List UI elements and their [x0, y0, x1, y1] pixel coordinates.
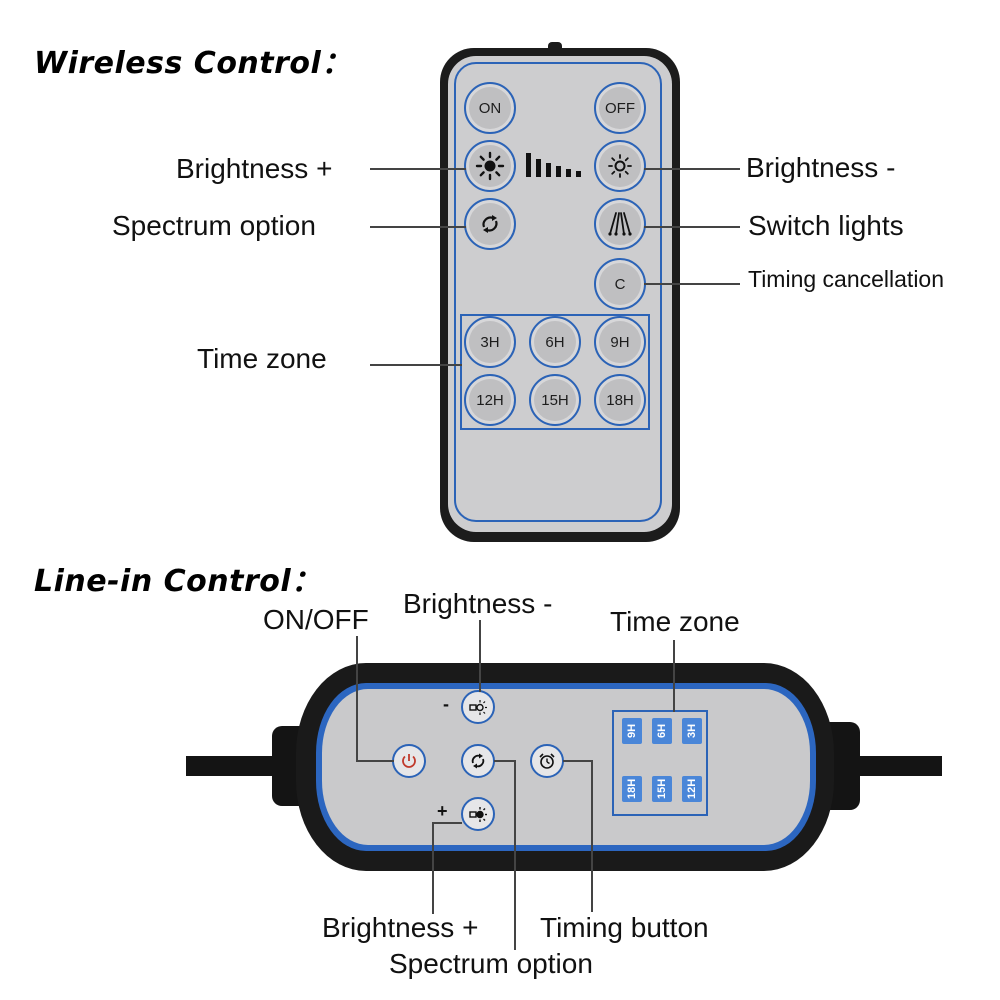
cycle-arrows-icon [482, 215, 498, 233]
switch-lights-button[interactable] [594, 198, 646, 250]
label-time-zone: Time zone [610, 606, 740, 637]
label-timing-cancellation: Timing cancellation [748, 266, 945, 292]
label-timing-button: Timing button [540, 912, 709, 943]
timer-12h-button[interactable]: 12H [464, 374, 516, 426]
label-switch-lights: Switch lights [748, 210, 904, 241]
leader-line [644, 168, 740, 170]
leader-line [356, 760, 394, 762]
time-indicator-3h: 3H [682, 718, 702, 744]
label-spectrum-option: Spectrum option [389, 948, 593, 979]
line-in-control-heading: Line-in Control： [34, 564, 322, 599]
minus-sign: - [443, 694, 449, 714]
controller-brightness-plus-button[interactable] [461, 797, 495, 831]
wireless-control-heading: Wireless Control： [34, 46, 352, 81]
leader-line [356, 636, 358, 762]
sun-dim-icon [608, 154, 632, 178]
label-brightness-plus: Brightness + [176, 153, 333, 184]
lamp-dim-icon [469, 700, 487, 715]
time-zone-group [460, 314, 650, 430]
remote-ir-emitter [548, 42, 562, 50]
time-indicator-12h: 12H [682, 776, 702, 802]
leader-line [432, 822, 434, 914]
controller-timing-button[interactable] [530, 744, 564, 778]
label-on-off: ON/OFF [263, 604, 369, 635]
brightness-plus-button[interactable] [464, 140, 516, 192]
brightness-minus-button[interactable] [594, 140, 646, 192]
timer-9h-button[interactable]: 9H [594, 316, 646, 368]
time-indicator-15h: 15H [652, 776, 672, 802]
timer-15h-button[interactable]: 15H [529, 374, 581, 426]
off-button[interactable]: OFF [594, 82, 646, 134]
leader-line [479, 620, 481, 692]
sun-bright-icon [475, 151, 505, 181]
controller-spectrum-button[interactable] [461, 744, 495, 778]
label-brightness-minus: Brightness - [746, 152, 896, 183]
timer-clock-icon [539, 753, 555, 769]
power-icon [402, 754, 416, 768]
leader-line [370, 364, 462, 366]
label-time-zone: Time zone [197, 343, 327, 374]
timer-6h-button[interactable]: 6H [529, 316, 581, 368]
timing-cancel-button[interactable]: C [594, 258, 646, 310]
time-indicator-9h: 9H [622, 718, 642, 744]
cycle-arrows-icon [471, 753, 485, 769]
leader-line [494, 760, 516, 762]
time-indicator-6h: 6H [652, 718, 672, 744]
plus-sign: + [437, 801, 448, 821]
leader-line [370, 226, 466, 228]
label-brightness-plus: Brightness + [322, 912, 479, 943]
remote-border [454, 62, 662, 522]
leader-line [563, 760, 593, 762]
leader-line [370, 168, 466, 170]
on-button[interactable]: ON [464, 82, 516, 134]
controller-time-zone-panel [612, 710, 708, 816]
spectrum-option-button[interactable] [464, 198, 516, 250]
brightness-level-indicator [526, 153, 581, 177]
leader-line [644, 226, 740, 228]
light-beams-icon [608, 212, 632, 236]
timer-18h-button[interactable]: 18H [594, 374, 646, 426]
leader-line [514, 760, 516, 950]
leader-line [432, 822, 462, 824]
time-indicator-18h: 18H [622, 776, 642, 802]
timer-3h-button[interactable]: 3H [464, 316, 516, 368]
lamp-bright-icon [469, 807, 487, 822]
label-spectrum-option: Spectrum option [112, 210, 316, 241]
leader-line [644, 283, 740, 285]
label-brightness-minus: Brightness - [403, 588, 553, 619]
leader-line [673, 640, 675, 712]
controller-power-button[interactable] [392, 744, 426, 778]
controller-brightness-minus-button[interactable] [461, 690, 495, 724]
leader-line [591, 760, 593, 912]
